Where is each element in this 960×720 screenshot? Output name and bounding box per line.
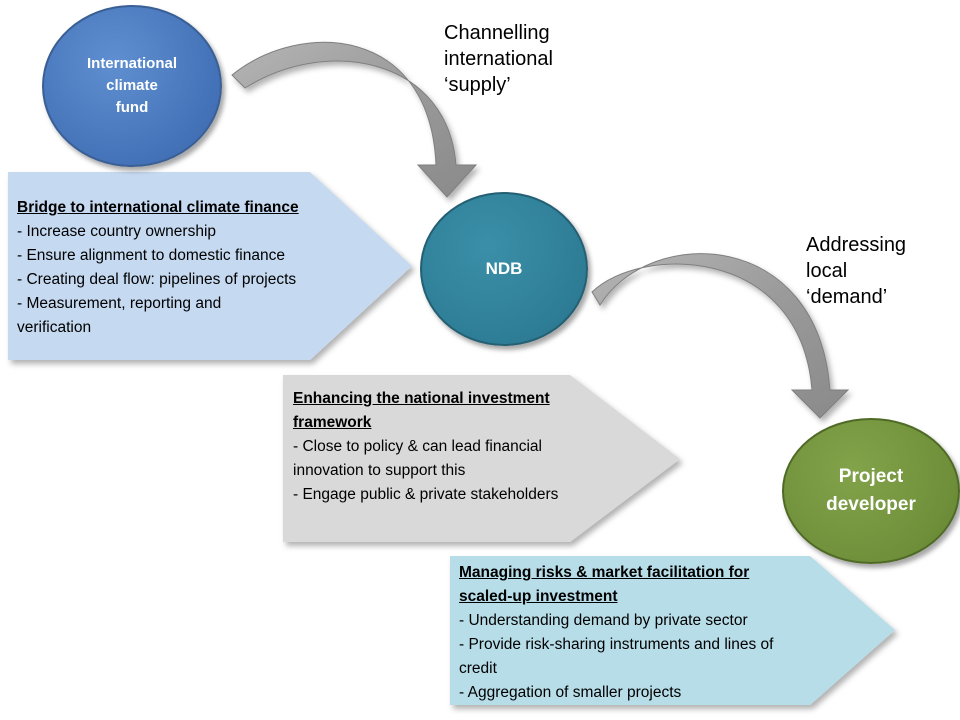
risks-item: - Understanding demand by private sector [459,612,748,629]
project-developer-node: Project developer [782,418,960,564]
bridge-item: - Ensure alignment to domestic finance [17,247,285,264]
framework-item: - Engage public & private stakeholders [293,486,559,503]
ndb-node-label: NDB [485,259,523,278]
bridge-panel-shape [8,172,412,360]
demand-arrow [591,253,850,419]
fund-node-label: International climate fund [86,55,177,116]
bridge-panel: Bridge to international climate finance … [17,196,347,340]
demand-annotation: Addressing local ‘demand’ [806,234,907,308]
risks-panel: Managing risks & market facilitation for… [459,561,849,705]
framework-item: innovation to support this [293,462,466,479]
bridge-item: - Creating deal flow: pipelines of proje… [17,271,297,288]
framework-item: - Close to policy & can lead financial [293,438,542,455]
ndb-node: NDB [420,192,588,346]
bridge-item: - Measurement, reporting and [17,295,222,312]
risks-item: - Aggregation of smaller projects [459,684,682,701]
bridge-item: - Increase country ownership [17,223,217,240]
framework-panel-shape [283,375,680,542]
supply-annotation: Channelling international ‘supply’ [444,22,553,96]
risks-panel-heading-line2: scaled-up investment [459,588,618,605]
framework-panel-heading-line2: framework [293,414,372,431]
bridge-item: verification [17,319,92,336]
framework-panel: Enhancing the national investment framew… [293,387,623,507]
risks-panel-heading: Managing risks & market facilitation for [459,564,750,581]
risks-item: credit [459,660,497,677]
supply-arrow [231,41,478,198]
bridge-panel-heading: Bridge to international climate finance [17,199,299,216]
developer-node-label: Project developer [826,466,916,515]
risks-item: - Provide risk-sharing instruments and l… [459,636,774,653]
framework-panel-heading: Enhancing the national investment [293,390,550,407]
international-climate-fund-node: International climate fund [42,5,222,167]
risks-panel-shape [450,556,895,705]
